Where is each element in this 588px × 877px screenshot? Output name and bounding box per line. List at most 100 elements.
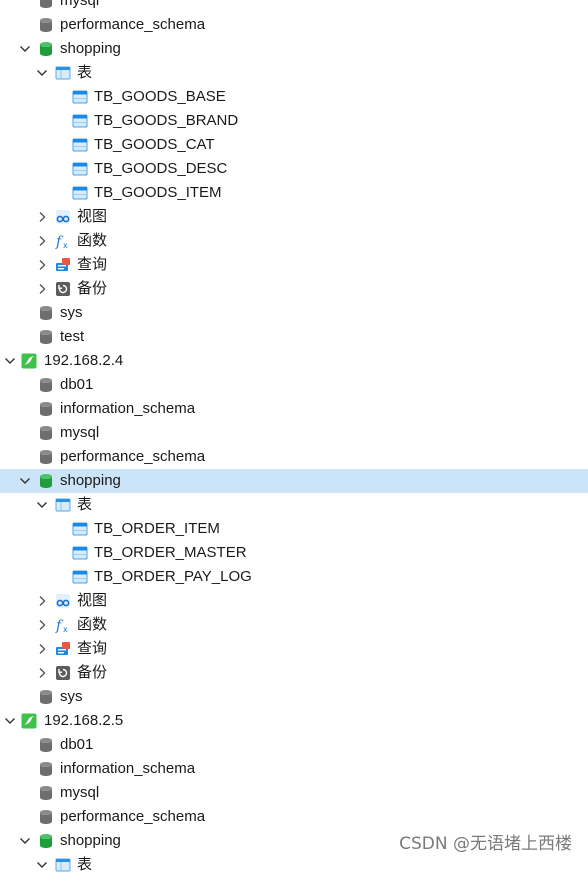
tree-node-views[interactable]: 视图 [0,205,588,229]
tree-node-table[interactable]: TB_GOODS_ITEM [0,181,588,205]
table-icon [72,521,88,537]
tree-node-label: mysql [60,424,100,441]
tree-node-label: mysql [60,784,100,801]
table-icon [72,161,88,177]
tree-node-label: information_schema [60,400,196,417]
table-icon [72,545,88,561]
tree-node-db[interactable]: information_schema [0,397,588,421]
chevron-down-icon[interactable] [35,856,49,874]
backup-icon [55,665,71,681]
chevron-right-icon[interactable] [35,256,49,274]
tree-node-label: 表 [77,64,93,81]
tree-node-label: performance_schema [60,448,206,465]
chevron-down-icon[interactable] [3,712,17,730]
chevron-right-icon[interactable] [35,208,49,226]
tree-node-label: shopping [60,472,121,489]
svg-text:f: f [55,234,64,249]
table-icon [72,185,88,201]
tree-node-tables[interactable]: 表 [0,493,588,517]
tree-node-db[interactable]: db01 [0,733,588,757]
chevron-down-icon[interactable] [18,472,32,490]
svg-text:x: x [63,625,68,633]
tree-node-label: db01 [60,736,94,753]
tree-node-label: sys [60,688,83,705]
tree-node-db[interactable]: mysql [0,421,588,445]
tree-node-db[interactable]: performance_schema [0,445,588,469]
chevron-down-icon[interactable] [18,832,32,850]
tree-node-db[interactable]: mysql [0,781,588,805]
tree-node-table[interactable]: TB_ORDER_MASTER [0,541,588,565]
query-icon [55,257,71,273]
tree-node-db[interactable]: db01 [0,373,588,397]
tree-node-table[interactable]: TB_GOODS_BASE [0,85,588,109]
tree-node-views[interactable]: 视图 [0,589,588,613]
chevron-right-icon[interactable] [35,616,49,634]
database-icon [38,737,54,753]
tree-node-label: TB_ORDER_PAY_LOG [94,568,252,585]
tree-node-tables[interactable]: 表 [0,61,588,85]
tree-node-label: 函数 [77,616,108,633]
tree-node-connection[interactable]: 192.168.2.4 [0,349,588,373]
tree-node-queries[interactable]: 查询 [0,253,588,277]
watermark-text: CSDN @无语堵上西楼 [399,834,572,854]
tree-node-table[interactable]: TB_ORDER_PAY_LOG [0,565,588,589]
tables-folder-icon [55,857,71,873]
database-icon [38,17,54,33]
database-open-icon [38,473,54,489]
views-icon [55,593,71,609]
tree-node-label: TB_GOODS_DESC [94,160,228,177]
chevron-down-icon[interactable] [18,40,32,58]
tree-node-table[interactable]: TB_GOODS_CAT [0,133,588,157]
tree-node-label: 192.168.2.4 [44,352,124,369]
tree-node-db[interactable]: sys [0,685,588,709]
tree-node-db-active[interactable]: shopping [0,469,588,493]
tree-node-table[interactable]: TB_GOODS_BRAND [0,109,588,133]
tree-node-table[interactable]: TB_GOODS_DESC [0,157,588,181]
database-icon [38,377,54,393]
database-icon [38,761,54,777]
tables-folder-icon [55,65,71,81]
tree-node-label: 函数 [77,232,108,249]
tree-node-db[interactable]: test [0,325,588,349]
chevron-right-icon[interactable] [35,232,49,250]
tree-node-label: TB_ORDER_MASTER [94,544,247,561]
svg-text:f: f [55,618,64,633]
tree-node-tables[interactable]: 表 [0,853,588,877]
query-icon [55,641,71,657]
chevron-down-icon[interactable] [35,496,49,514]
tree-node-label: 表 [77,856,93,873]
tree-node-queries[interactable]: 查询 [0,637,588,661]
chevron-down-icon[interactable] [35,64,49,82]
tree-node-db-active[interactable]: shopping [0,829,588,853]
database-icon [38,329,54,345]
database-open-icon [38,41,54,57]
chevron-right-icon[interactable] [35,280,49,298]
chevron-down-icon[interactable] [3,352,17,370]
tree-node-label: 192.168.2.5 [44,712,124,729]
tree-node-db[interactable]: sys [0,301,588,325]
tree-node-db[interactable]: information_schema [0,757,588,781]
tree-node-connection[interactable]: 192.168.2.5 [0,709,588,733]
database-icon [38,689,54,705]
backup-icon [55,281,71,297]
tree-node-backups[interactable]: 备份 [0,661,588,685]
database-open-icon [38,833,54,849]
tree-node-table[interactable]: TB_ORDER_ITEM [0,517,588,541]
mysql-connection-icon [21,353,37,369]
tree-node-backups[interactable]: 备份 [0,277,588,301]
chevron-right-icon[interactable] [35,592,49,610]
tree-node-db[interactable]: mysql [0,0,588,13]
table-icon [72,569,88,585]
tree-node-label: db01 [60,376,94,393]
chevron-right-icon[interactable] [35,664,49,682]
tree-node-db-active[interactable]: shopping [0,37,588,61]
tree-node-db[interactable]: performance_schema [0,805,588,829]
chevron-right-icon[interactable] [35,640,49,658]
tree-node-db[interactable]: performance_schema [0,13,588,37]
svg-text:x: x [63,241,68,249]
